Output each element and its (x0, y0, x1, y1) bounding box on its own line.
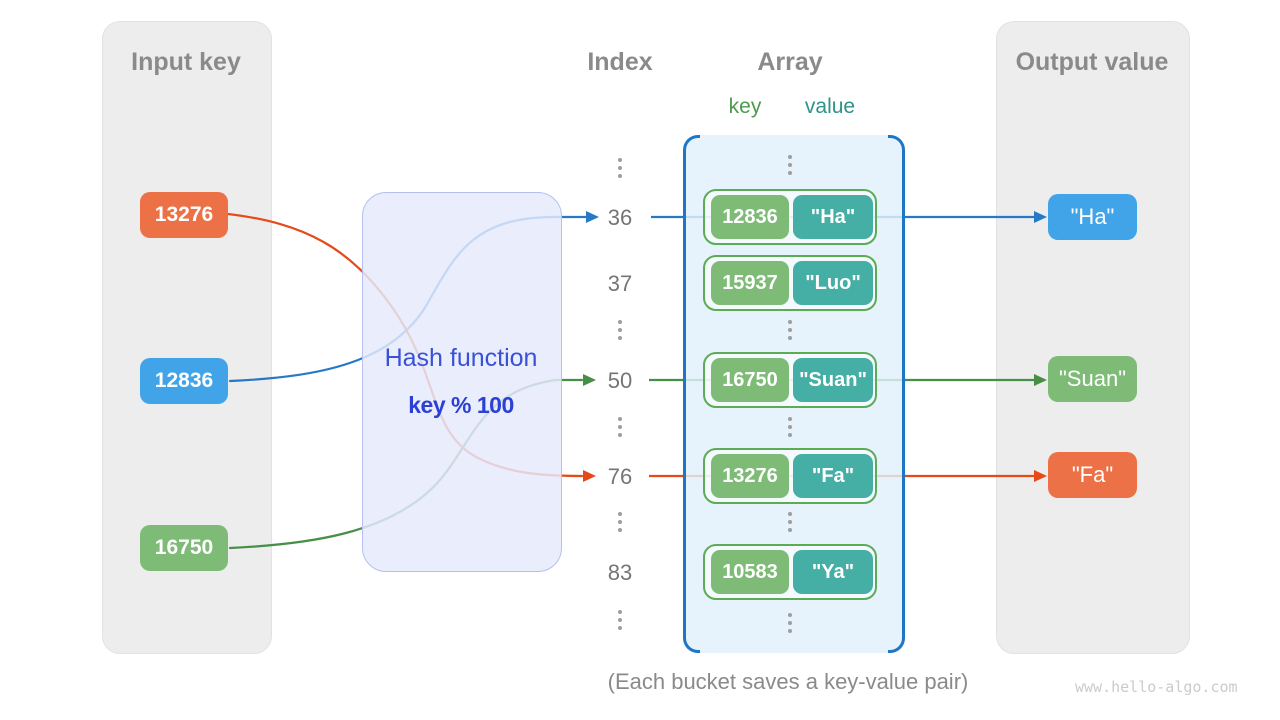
index-ellipsis-dots (618, 610, 622, 630)
array-ellipsis-dots (788, 613, 792, 633)
array-column-title: Array (757, 48, 823, 76)
bucket-key: 12836 (711, 195, 789, 239)
index-ellipsis-dots (618, 417, 622, 437)
index-37: 37 (607, 271, 633, 296)
index-76: 76 (607, 464, 633, 489)
watermark: www.hello-algo.com (1075, 678, 1238, 696)
bucket-key: 15937 (711, 261, 789, 305)
bucket-index-50: 16750 "Suan" (703, 352, 877, 408)
array-ellipsis-dots (788, 417, 792, 437)
index-column-title: Index (587, 48, 653, 76)
output-value-suan: "Suan" (1048, 356, 1137, 402)
bucket-value: "Ha" (793, 195, 873, 239)
input-key-12836: 12836 (140, 358, 228, 404)
output-value-title: Output value (1015, 48, 1169, 76)
bucket-key: 16750 (711, 358, 789, 402)
input-key-title: Input key (131, 48, 241, 76)
index-ellipsis-dots (618, 320, 622, 340)
array-ellipsis-dots (788, 155, 792, 175)
output-value-ha: "Ha" (1048, 194, 1137, 240)
array-ellipsis-dots (788, 512, 792, 532)
diagram-caption: (Each bucket saves a key-value pair) (607, 669, 969, 694)
bucket-value: "Fa" (793, 454, 873, 498)
output-value-fa: "Fa" (1048, 452, 1137, 498)
index-83: 83 (607, 560, 633, 585)
key-column-label: key (728, 95, 762, 118)
index-ellipsis-dots (618, 512, 622, 532)
input-key-13276: 13276 (140, 192, 228, 238)
bucket-key: 13276 (711, 454, 789, 498)
input-key-16750: 16750 (140, 525, 228, 571)
bucket-value: "Luo" (793, 261, 873, 305)
hash-function-box (362, 192, 562, 572)
bucket-index-36: 12836 "Ha" (703, 189, 877, 245)
array-bracket-right (888, 135, 905, 653)
bucket-value: "Ya" (793, 550, 873, 594)
bucket-value: "Suan" (793, 358, 873, 402)
index-36: 36 (607, 205, 633, 230)
array-ellipsis-dots (788, 320, 792, 340)
array-bracket-left (683, 135, 700, 653)
bucket-index-37: 15937 "Luo" (703, 255, 877, 311)
bucket-index-76: 13276 "Fa" (703, 448, 877, 504)
bucket-index-83: 10583 "Ya" (703, 544, 877, 600)
output-value-panel (996, 21, 1190, 654)
value-column-label: value (804, 95, 856, 118)
index-50: 50 (607, 368, 633, 393)
index-ellipsis-dots (618, 158, 622, 178)
bucket-key: 10583 (711, 550, 789, 594)
hash-function-label: Hash function (384, 344, 538, 372)
hash-function-formula: key % 100 (408, 392, 514, 418)
